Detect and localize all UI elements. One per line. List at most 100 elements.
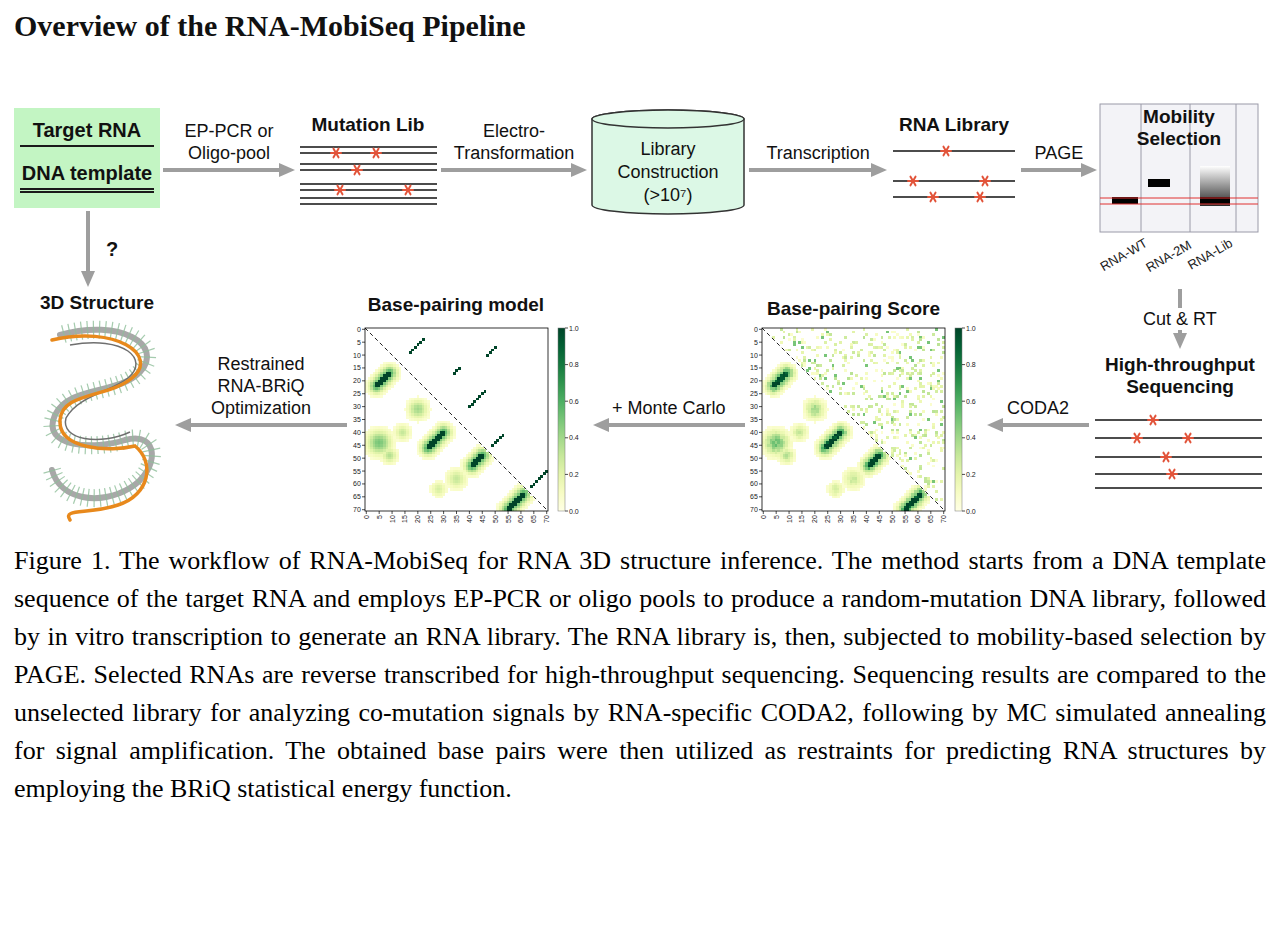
heatmap-cell <box>816 413 819 416</box>
heatmap-cell <box>909 390 912 393</box>
strand-line <box>893 196 1015 198</box>
lane-divider <box>1236 104 1237 232</box>
axis-tick <box>759 445 762 446</box>
heatmap-cell <box>790 441 793 444</box>
heatmap-cell <box>896 501 899 504</box>
heatmap-cell <box>417 421 420 424</box>
heatmap-cell <box>826 387 829 390</box>
heatmap-cell <box>901 369 904 372</box>
heatmap-cell <box>868 354 871 357</box>
heatmap-cell <box>793 459 796 462</box>
heatmap-cell <box>806 400 809 403</box>
heatmap-cell <box>380 441 383 444</box>
heatmap-cell <box>855 485 858 488</box>
heatmap-cell <box>844 405 847 408</box>
heatmap-cell <box>775 387 778 390</box>
heatmap-cell <box>370 380 373 383</box>
heatmap-cell <box>904 395 907 398</box>
heatmap-cell <box>793 343 796 346</box>
heatmap-cell <box>375 441 378 444</box>
heatmap-cell <box>790 436 793 439</box>
heatmap-cell <box>409 400 412 403</box>
heatmap-cell <box>839 493 842 496</box>
heatmap-cell <box>429 408 432 411</box>
heatmap-cell <box>796 349 799 352</box>
heatmap-cell <box>765 382 768 385</box>
heatmap-cell <box>893 449 896 452</box>
heatmap-cell <box>370 382 373 385</box>
heatmap-cell <box>888 398 891 401</box>
heatmap-cell <box>844 429 847 432</box>
heatmap-cell <box>811 349 814 352</box>
heatmap-cell <box>914 490 917 493</box>
heatmap-cell <box>767 434 770 437</box>
heatmap-cell <box>816 418 819 421</box>
heatmap-cell <box>772 436 775 439</box>
heatmap-cell <box>891 416 894 419</box>
heatmap-cell <box>850 483 853 486</box>
heatmap-cell <box>834 351 837 354</box>
heatmap-cell <box>927 462 930 465</box>
heatmap-cell <box>847 475 850 478</box>
heatmap-cell <box>826 331 829 334</box>
axis-tick <box>853 511 854 514</box>
heatmap-cell <box>930 480 933 483</box>
heatmap-cell <box>826 346 829 349</box>
heatmap-cell <box>796 374 799 377</box>
heatmap-cell <box>388 441 391 444</box>
mutation-star <box>352 166 362 175</box>
heatmap-cell <box>842 364 845 367</box>
heatmap-cell <box>868 462 871 465</box>
heatmap-cell <box>375 369 378 372</box>
heatmap-cell <box>793 377 796 380</box>
heatmap-cell <box>790 444 793 447</box>
heatmap-cell <box>837 431 840 434</box>
heatmap-cell <box>930 387 933 390</box>
heatmap-cell <box>777 434 780 437</box>
heatmap-cell <box>899 392 902 395</box>
heatmap-cell <box>424 457 427 460</box>
heatmap-cell <box>909 488 912 491</box>
heatmap-cell <box>406 439 409 442</box>
star-stroke <box>931 193 936 202</box>
heatmap-cell <box>386 447 389 450</box>
heatmap-cell <box>414 418 417 421</box>
heatmap-cell <box>857 485 860 488</box>
heatmap-cell <box>829 333 832 336</box>
heatmap-cell <box>393 447 396 450</box>
heatmap-cell <box>899 498 902 501</box>
heatmap-cell <box>777 395 780 398</box>
mutation-star <box>335 186 345 195</box>
strand-line <box>300 146 437 147</box>
heatmap-cell <box>399 377 402 380</box>
star-stroke <box>374 149 379 158</box>
heatmap-cell <box>901 400 904 403</box>
heatmap-cell <box>775 434 778 437</box>
heatmap-cell <box>775 457 778 460</box>
heatmap-cell <box>821 439 824 442</box>
heatmap-cell <box>396 439 399 442</box>
heatmap-cell <box>891 429 894 432</box>
heatmap-cell <box>806 369 809 372</box>
heatmap-cell <box>806 431 809 434</box>
heatmap-cell <box>917 493 920 496</box>
heatmap-cell <box>865 377 868 380</box>
heatmap-cell <box>878 467 881 470</box>
heatmap-cell <box>865 454 868 457</box>
heatmap-cell <box>829 359 832 362</box>
heatmap-cell <box>899 351 902 354</box>
heatmap-cell <box>891 351 894 354</box>
heatmap-cell <box>393 367 396 370</box>
heatmap-cell <box>821 457 824 460</box>
heatmap-cell <box>914 387 917 390</box>
heatmap-cell <box>886 459 889 462</box>
heatmap-cell <box>844 483 847 486</box>
heatmap-cell <box>783 457 786 460</box>
heatmap-cell <box>380 439 383 442</box>
heatmap-cell <box>806 398 809 401</box>
heatmap-cell <box>378 382 381 385</box>
heatmap-cell <box>770 380 773 383</box>
heatmap-cell <box>837 441 840 444</box>
heatmap-cell <box>808 413 811 416</box>
